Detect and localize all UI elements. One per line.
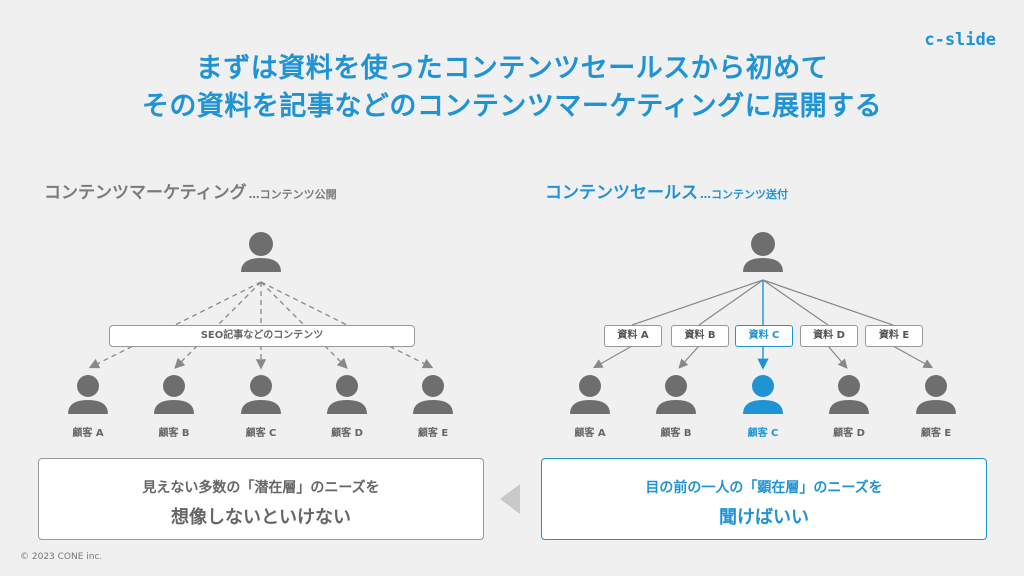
right-message-line2: 聞けばいい bbox=[719, 507, 809, 528]
right-arrow-a bbox=[592, 345, 633, 369]
right-customer-a-label: 顧客 A bbox=[574, 428, 606, 439]
right-message-line1: 目の前の一人の「顕在層」のニーズを bbox=[645, 480, 883, 496]
left-message-line1: 見えない多数の「潜在層」のニーズを bbox=[142, 480, 380, 496]
right-line-doc-e bbox=[762, 279, 894, 326]
doc-box-a: 資料 A bbox=[604, 325, 662, 347]
right-message-box: 目の前の一人の「顕在層」のニーズを 聞けばいい bbox=[541, 458, 987, 540]
right-customer-a-icon bbox=[570, 375, 610, 414]
right-line-doc-d bbox=[762, 279, 829, 326]
left-dash-line-b bbox=[174, 281, 262, 369]
content-label-box: SEO記事などのコンテンツ bbox=[109, 325, 415, 347]
right-subtitle-text: …コンテンツ送付 bbox=[700, 188, 788, 201]
doc-box-b: 資料 B bbox=[671, 325, 729, 347]
left-customer-c-icon bbox=[241, 375, 281, 414]
left-customer-b-label: 顧客 B bbox=[158, 428, 190, 439]
left-section-title: コンテンツマーケティング…コンテンツ公開 bbox=[44, 178, 337, 203]
main-title-line1: まずは資料を使ったコンテンツセールスから初めて bbox=[195, 53, 829, 84]
right-title-text: コンテンツセールス bbox=[545, 183, 698, 203]
right-customer-e-icon bbox=[916, 375, 956, 414]
right-customer-c-label: 顧客 C bbox=[747, 428, 779, 439]
main-title-line2: その資料を記事などのコンテンツマーケティングに展開する bbox=[141, 91, 883, 122]
left-customer-a-icon bbox=[68, 375, 108, 414]
right-customer-d-icon bbox=[829, 375, 869, 414]
right-customer-b-label: 顧客 B bbox=[660, 428, 692, 439]
doc-box-c: 資料 C bbox=[735, 325, 793, 347]
right-customer-b-icon bbox=[656, 375, 696, 414]
doc-box-d: 資料 D bbox=[800, 325, 858, 347]
right-customer-e-label: 顧客 E bbox=[920, 428, 952, 439]
right-section-title: コンテンツセールス…コンテンツ送付 bbox=[545, 178, 788, 203]
left-source-person-icon bbox=[241, 232, 281, 272]
right-arrow-e bbox=[892, 345, 934, 369]
brand-logo: c-slide bbox=[924, 30, 996, 50]
left-customer-d-icon bbox=[327, 375, 367, 414]
left-customer-b-icon bbox=[154, 375, 194, 414]
copyright-text: © 2023 CONE inc. bbox=[20, 552, 103, 562]
right-line-doc-b bbox=[698, 279, 764, 326]
doc-box-e: 資料 E bbox=[865, 325, 923, 347]
left-customer-a-label: 顧客 A bbox=[72, 428, 104, 439]
right-customer-d-label: 顧客 D bbox=[833, 428, 865, 439]
left-arrow-triangle-icon bbox=[500, 484, 520, 514]
left-message-box: 見えない多数の「潜在層」のニーズを 想像しないといけない bbox=[38, 458, 484, 540]
right-customer-c-icon bbox=[743, 375, 783, 414]
left-message-line2: 想像しないといけない bbox=[171, 507, 351, 528]
left-dash-line-a bbox=[88, 281, 262, 369]
right-source-person-icon bbox=[743, 232, 783, 272]
right-arrow-b bbox=[678, 345, 700, 369]
left-customer-c-label: 顧客 C bbox=[245, 428, 277, 439]
left-customer-e-label: 顧客 E bbox=[417, 428, 449, 439]
right-arrow-d bbox=[827, 345, 848, 369]
left-customer-e-icon bbox=[413, 375, 453, 414]
left-subtitle-text: …コンテンツ公開 bbox=[248, 188, 337, 201]
left-dash-line-e bbox=[260, 281, 434, 369]
left-customer-d-label: 顧客 D bbox=[331, 428, 363, 439]
left-dash-line-d bbox=[260, 281, 348, 369]
left-title-text: コンテンツマーケティング bbox=[44, 183, 247, 203]
right-line-doc-a bbox=[631, 279, 764, 326]
